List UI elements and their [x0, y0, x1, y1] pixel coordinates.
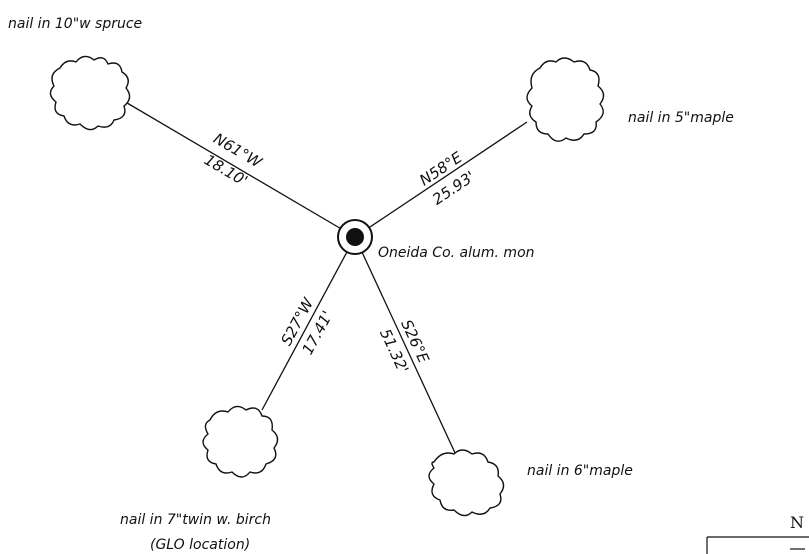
tree-se-label: nail in 6"maple: [527, 463, 633, 479]
tree-se-icon: [428, 449, 505, 517]
corner-fragment-text: N: [790, 513, 804, 532]
tie-line-se: [354, 236, 457, 456]
tree-nw-label: nail in 10"w spruce: [8, 16, 142, 32]
tie-line-nw: [121, 99, 356, 238]
tree-ne-icon: [526, 57, 605, 142]
tree-ne-label: nail in 5"maple: [628, 110, 734, 126]
tie-line-ne: [354, 121, 528, 238]
tie-line-sw: [261, 236, 356, 411]
monument-label: Oneida Co. alum. mon: [378, 245, 535, 261]
tree-sw-label-line2: (GLO location): [150, 537, 250, 553]
monument-center-icon: [346, 228, 364, 246]
tree-sw-label-line1: nail in 7"twin w. birch: [120, 512, 271, 528]
tree-nw-icon: [49, 55, 131, 131]
tree-sw-icon: [202, 405, 279, 478]
